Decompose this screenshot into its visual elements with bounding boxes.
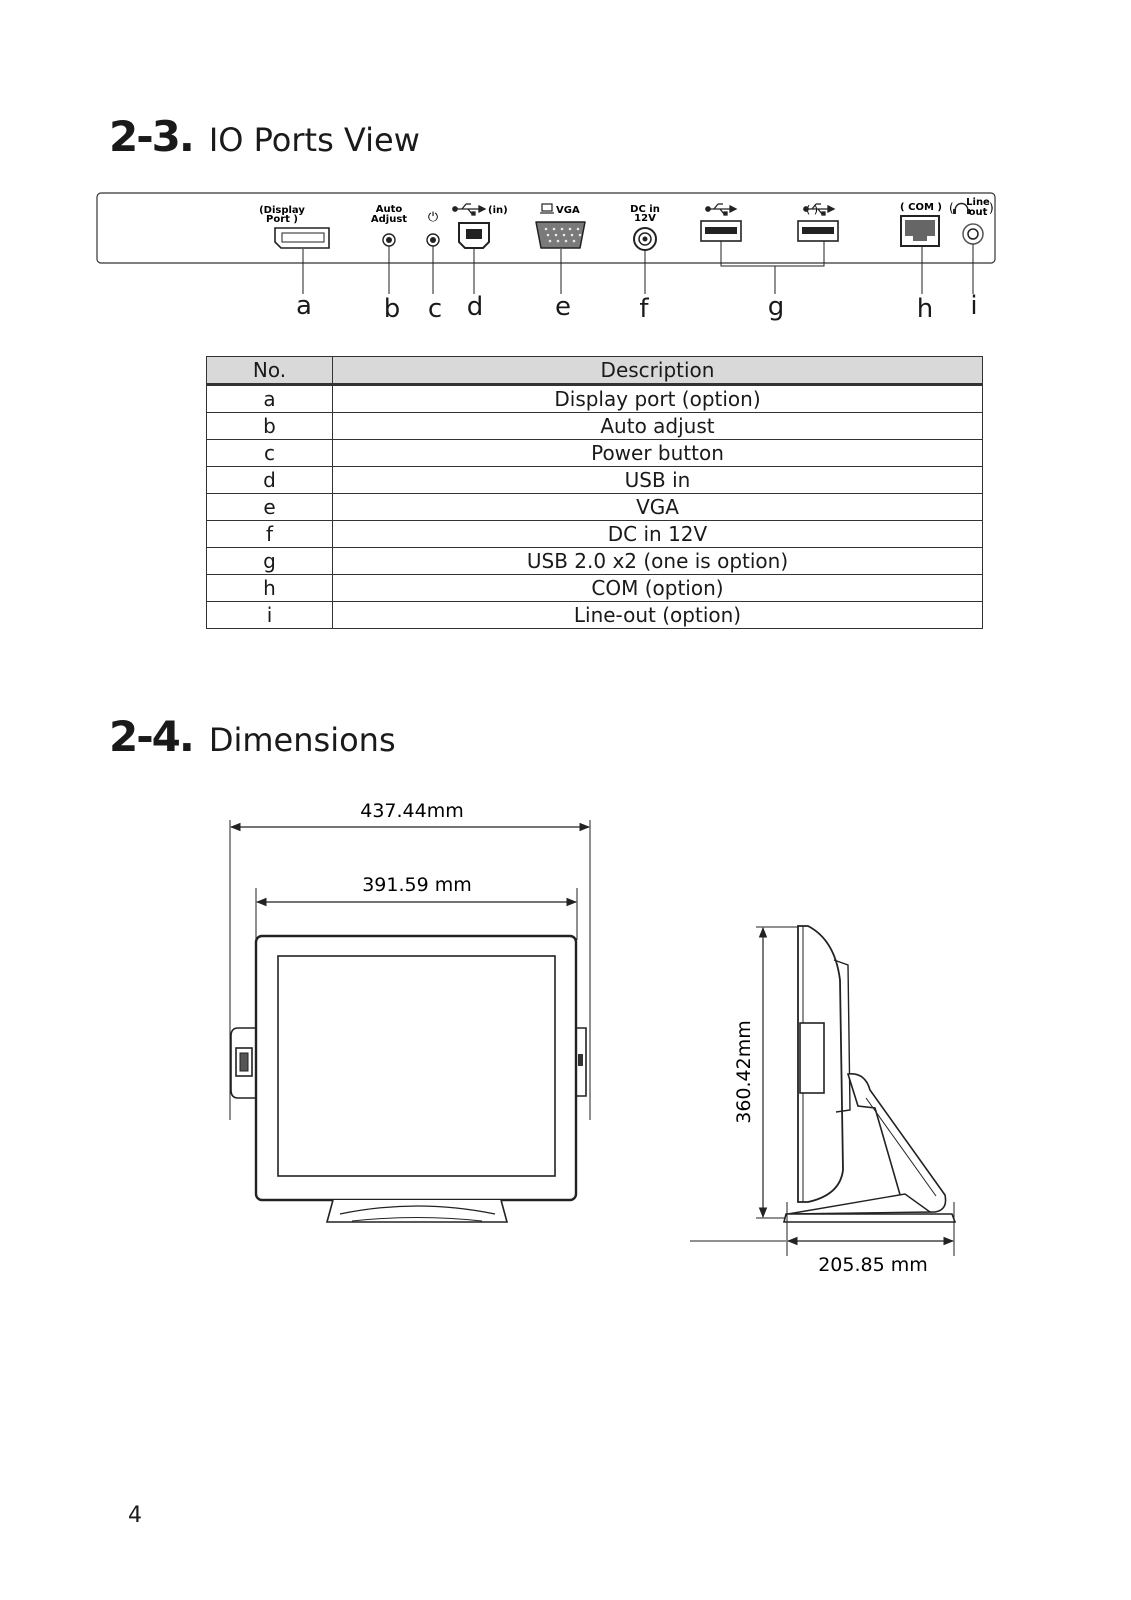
cell-description: Display port (option) — [332, 384, 983, 413]
page-number: 4 — [128, 1503, 142, 1528]
cell-no: f — [206, 520, 333, 548]
port-i-label-2: out — [969, 207, 988, 218]
usb-symbol-icon — [705, 203, 738, 216]
cell-description: USB 2.0 x2 (one is option) — [332, 547, 983, 575]
cell-description: USB in — [332, 466, 983, 494]
section-number: 2-3. — [109, 112, 195, 161]
port-a-label-2: Port ) — [266, 214, 298, 225]
vga-connector-icon: VGA — [535, 203, 586, 294]
power-button-icon: ⏻ — [426, 210, 440, 294]
dimension-height: 360.42mm — [733, 1020, 755, 1124]
io-ports-panel-diagram: (Display Port ) Auto Adjust ⏻ (in) — [96, 192, 996, 324]
callout-d: d — [467, 292, 484, 322]
displayport-connector-icon: (Display Port ) — [259, 205, 330, 294]
cell-description: COM (option) — [332, 574, 983, 602]
dimensions-drawing: 437.44mm 391.59 mm 360.42mm 205.85 mm — [229, 800, 957, 1276]
port-i-label-1: Line — [966, 197, 990, 208]
cell-no: g — [206, 547, 333, 575]
cell-no: e — [206, 493, 333, 521]
monitor-front-view — [229, 820, 591, 1223]
dimension-overall-width: 437.44mm — [360, 800, 464, 822]
table-header-row: No. Description — [206, 356, 983, 386]
port-d-label: (in) — [488, 205, 508, 216]
cell-description: DC in 12V — [332, 520, 983, 548]
cell-no: c — [206, 439, 333, 467]
port-e-label: VGA — [556, 205, 580, 216]
dimension-panel-width: 391.59 mm — [362, 874, 472, 896]
section-heading-dimensions: 2-4. Dimensions — [109, 712, 396, 761]
pinhole-jack-icon: Auto Adjust — [371, 204, 407, 294]
callout-e: e — [555, 292, 571, 322]
section-heading-io-ports: 2-3. IO Ports View — [109, 112, 420, 161]
monitor-icon — [541, 203, 553, 212]
callout-b: b — [384, 294, 401, 324]
port-a-label-1: (Display — [259, 205, 305, 216]
cell-description: Line-out (option) — [332, 601, 983, 629]
callout-i: i — [970, 291, 977, 321]
section-title: Dimensions — [208, 721, 396, 759]
monitor-side-view — [690, 925, 957, 1256]
port-b-label-1: Auto — [376, 204, 403, 215]
cell-description: Auto adjust — [332, 412, 983, 440]
dimension-depth: 205.85 mm — [818, 1254, 928, 1276]
headphone-icon: ( — [949, 201, 954, 215]
usb-type-a-icon: ( ) — [700, 203, 839, 294]
line-out-jack-icon: ( Line out ) — [949, 197, 994, 294]
cell-no: a — [206, 384, 333, 413]
column-header-description: Description — [332, 356, 983, 386]
port-c-label: ⏻ — [428, 210, 438, 225]
com-port-icon: ( COM ) — [900, 202, 942, 294]
section-title: IO Ports View — [208, 121, 420, 159]
svg-text:): ) — [989, 201, 994, 215]
cell-description: Power button — [332, 439, 983, 467]
callout-f: f — [639, 294, 649, 324]
usb-symbol-icon — [452, 203, 487, 216]
port-f-label-2: 12V — [634, 213, 656, 224]
cell-description: VGA — [332, 493, 983, 521]
cell-no: h — [206, 574, 333, 602]
callout-a: a — [296, 291, 312, 321]
cell-no: b — [206, 412, 333, 440]
callout-h: h — [917, 294, 933, 324]
dc-jack-icon: DC in 12V — [630, 204, 660, 294]
cell-no: d — [206, 466, 333, 494]
port-f-label-1: DC in — [630, 204, 660, 215]
section-number: 2-4. — [109, 712, 195, 761]
callout-g: g — [768, 292, 785, 322]
usb-symbol-icon — [803, 203, 836, 216]
port-b-label-2: Adjust — [371, 214, 407, 225]
cell-no: i — [206, 601, 333, 629]
usb-type-b-icon: (in) — [452, 203, 508, 294]
port-h-label: ( COM ) — [900, 202, 942, 213]
column-header-no: No. — [206, 356, 333, 386]
callout-c: c — [428, 294, 442, 324]
